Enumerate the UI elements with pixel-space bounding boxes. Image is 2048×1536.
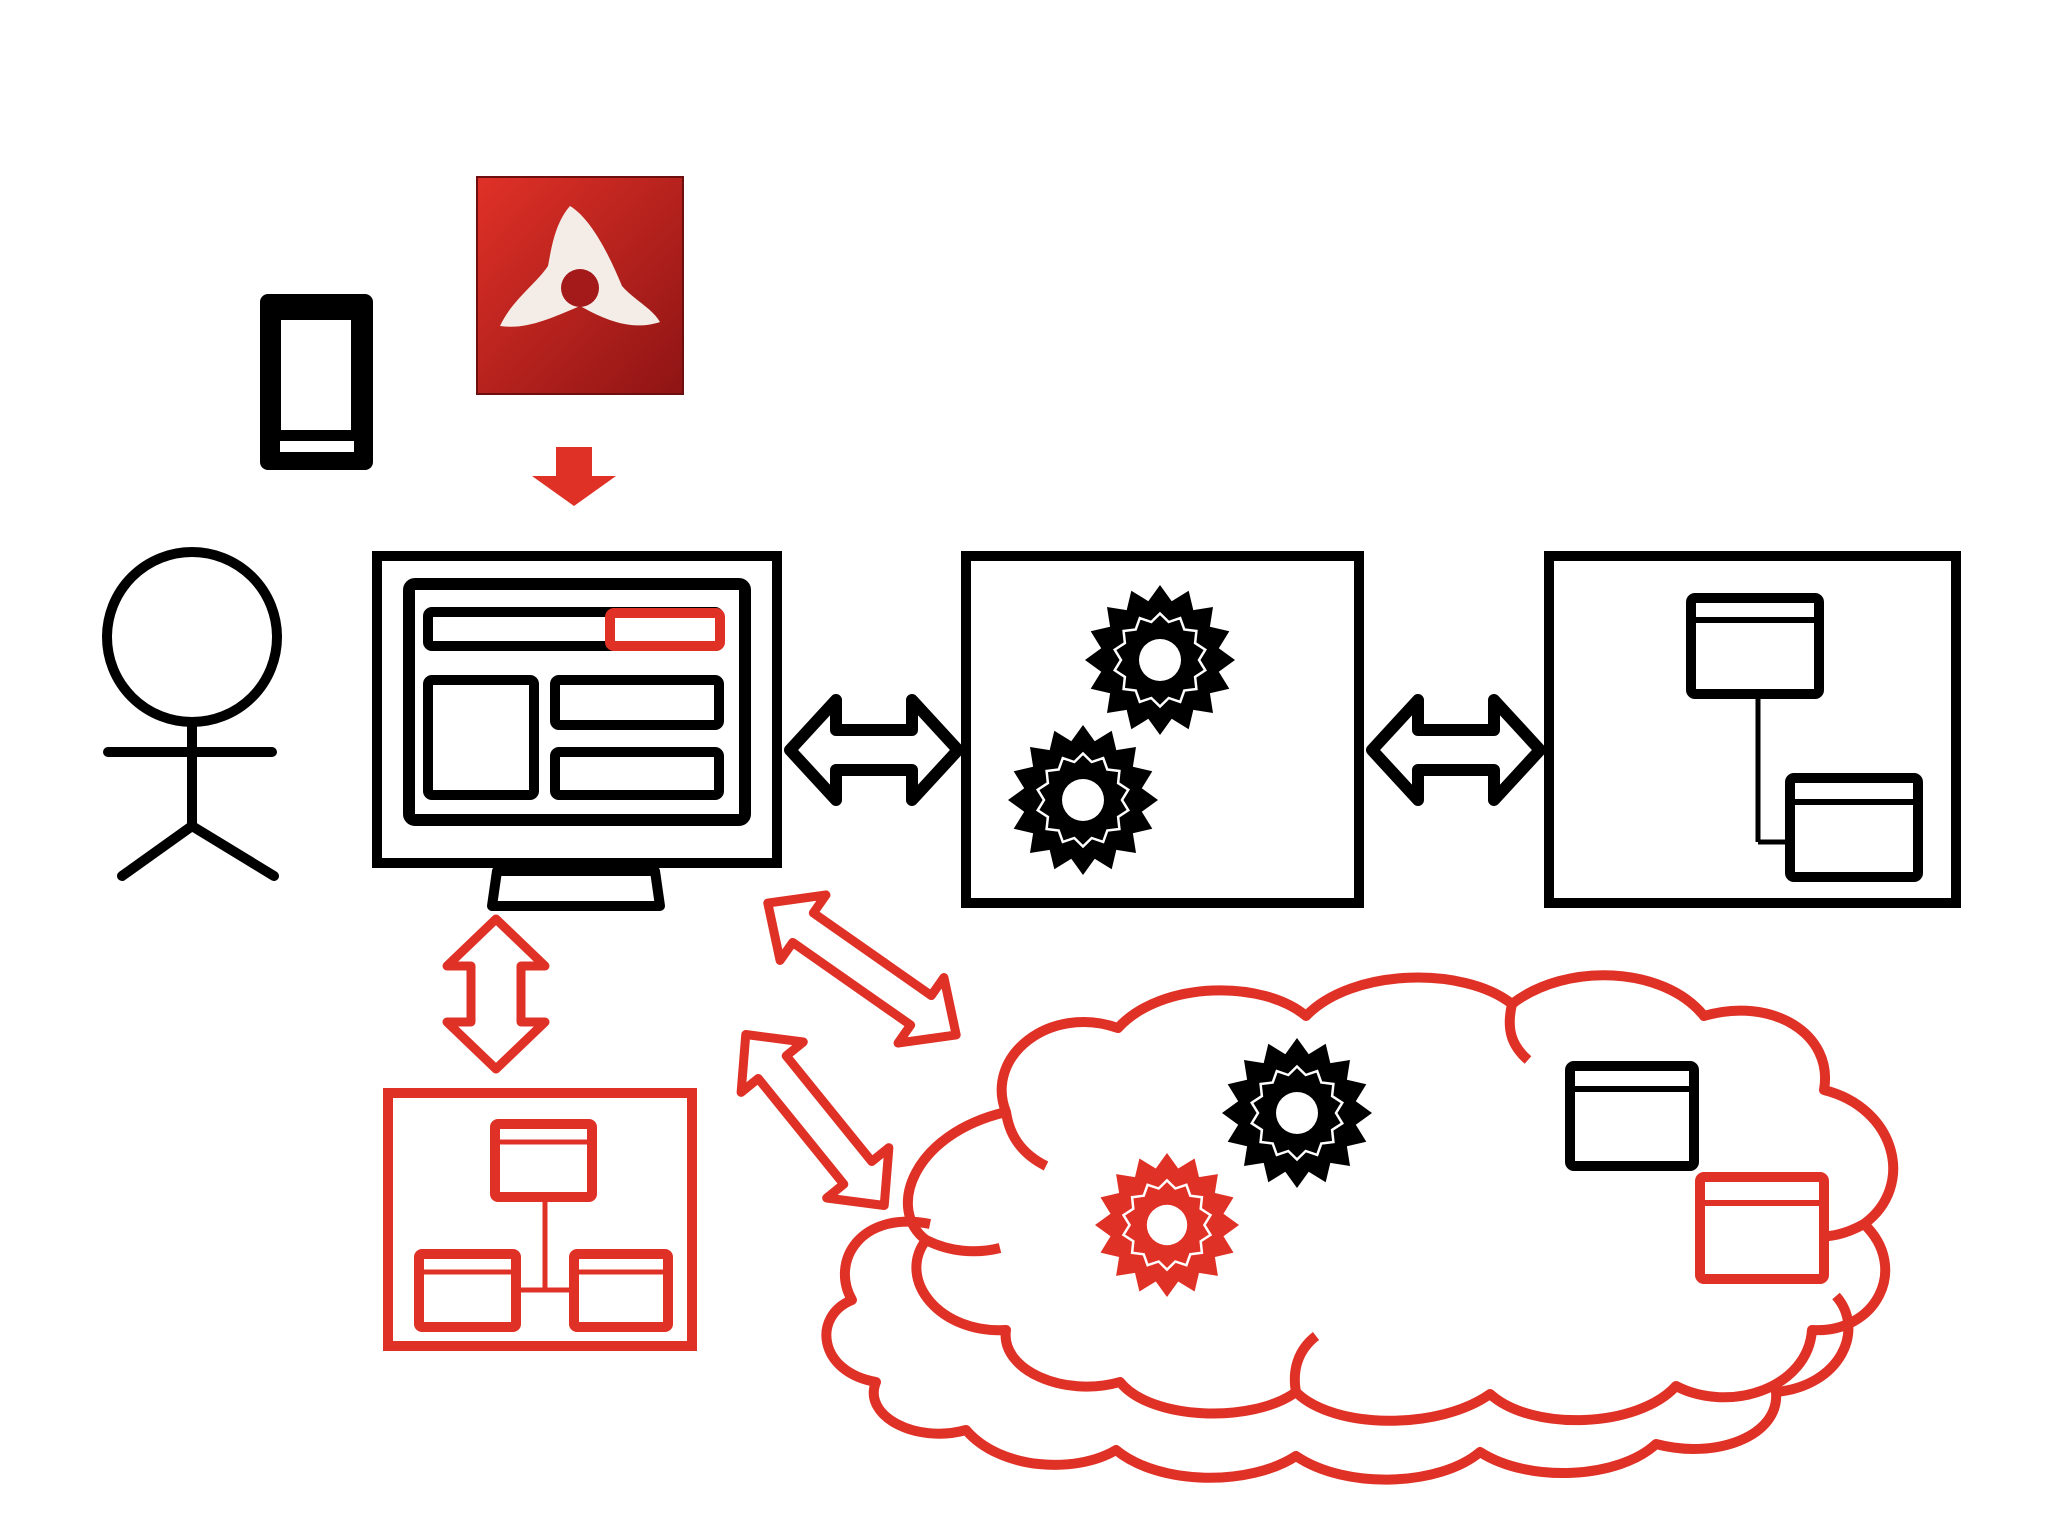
gears-icon [1095,1153,1239,1297]
hierarchy-icon [1565,1061,1829,1284]
down-arrow-icon [532,447,616,506]
bidirectional-arrow-icon [736,1030,894,1210]
bidirectional-arrow-icon [784,694,964,806]
database-box [1544,551,1961,908]
adobe-air-logo [476,176,684,395]
gear-ring [1112,611,1208,709]
mobile-device-icon [260,294,373,470]
gears-icon [1222,1038,1372,1188]
desktop-monitor-icon [372,551,782,911]
bidirectional-arrow-icon [763,890,961,1048]
hierarchy-icon [414,1119,673,1332]
gear-ring [1035,751,1131,849]
gear-hole [1146,1204,1188,1246]
user-icon [102,547,282,881]
local-database-box [383,1088,697,1351]
hierarchy-icon [1686,593,1923,882]
gears-icon [1008,725,1158,875]
bidirectional-arrow-icon [1366,694,1546,806]
gear-hole [1062,779,1104,821]
gear-hole [1276,1092,1318,1134]
gear-hole [1139,639,1181,681]
gear-ring [1249,1064,1345,1162]
cloud-icon [821,970,1899,1485]
gears-icon [1085,585,1235,735]
application-server-box [961,551,1364,908]
bidirectional-arrow-icon [442,914,550,1074]
gear-ring [1121,1178,1213,1272]
